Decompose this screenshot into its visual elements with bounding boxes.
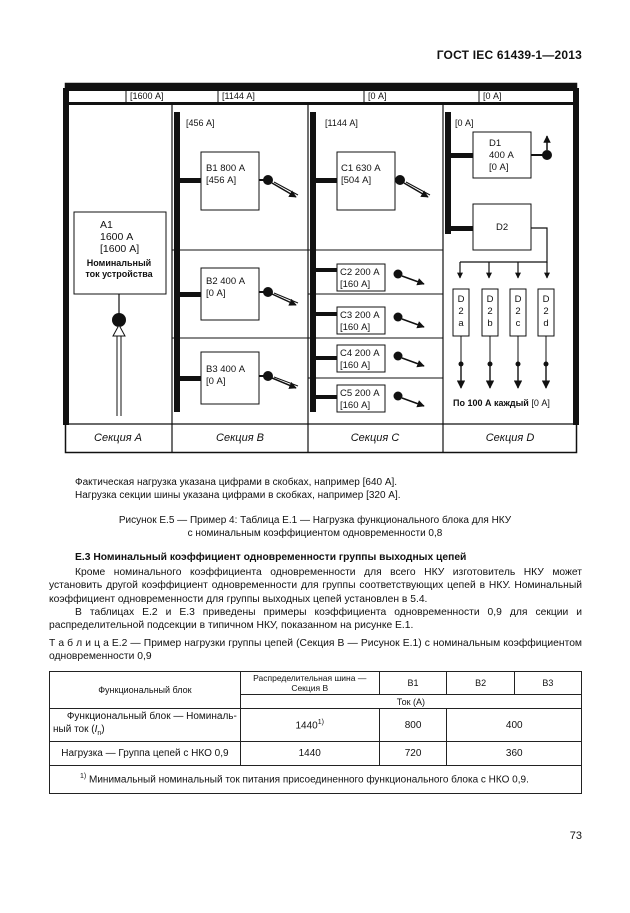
table-caption: Т а б л и ц а Е.2 — Пример нагрузки груп… [49,638,582,663]
svg-text:[160 А]: [160 А] [340,322,370,333]
svg-text:2: 2 [458,306,463,317]
b1-output-arrow-icon [271,182,297,198]
svg-text:B1 800 А: B1 800 А [206,163,246,174]
svg-text:1600 А: 1600 А [100,231,133,243]
svg-text:[1144 А]: [1144 А] [325,118,358,128]
a1-label: A1 1600 А [1600 А] [100,219,139,255]
th-b2: B2 [446,671,515,695]
svg-text:[456 А]: [456 А] [206,175,236,186]
svg-text:B3 400 А: B3 400 А [206,364,246,375]
svg-text:[0 А]: [0 А] [455,118,474,128]
section-heading: Е.3 Номинальный коэффициент одновременно… [75,552,467,563]
svg-text:[160 А]: [160 А] [340,279,370,290]
svg-text:2: 2 [515,306,520,317]
row-nominal-b23: 400 [446,708,582,742]
svg-text:D: D [515,294,522,305]
th-bus: Распределительная шина — Секция В [239,671,380,695]
row-load-b1: 720 [378,741,448,766]
svg-text:[456 А]: [456 А] [186,118,215,128]
svg-text:[0 А]: [0 А] [206,376,226,387]
row-load-bus: 1440 [239,741,380,766]
paragraph-2: В таблицах Е.2 и Е.3 приведены примеры к… [49,607,582,632]
bus-load-1: [1600 А] [130,91,164,101]
document-header: ГОСТ IEC 61439-1—2013 [436,48,582,62]
bus-load-2: [1144 А] [222,91,255,101]
figure-caption-line1: Рисунок Е.5 — Пример 4: Таблица Е.1 — На… [118,515,512,526]
figure-note-2: Нагрузка секции шины указана цифрами в с… [75,490,401,501]
svg-text:[1600 А]: [1600 А] [100,243,139,255]
bus-load-4: [0 А] [483,91,502,101]
svg-text:D: D [487,294,494,305]
svg-text:D: D [458,294,465,305]
svg-text:B2 400 А: B2 400 А [206,276,246,287]
section-b-bus [174,112,180,412]
d2-subunits-note: По 100 А каждый [0 А] [453,398,550,408]
svg-text:[160 А]: [160 А] [340,360,370,371]
svg-text:C4 200 А: C4 200 А [340,348,380,359]
svg-text:400 А: 400 А [489,150,514,161]
svg-text:Номинальный: Номинальный [87,258,151,268]
row-nominal-b1: 800 [378,708,448,742]
svg-text:D1: D1 [489,138,501,149]
section-c-bus [310,112,316,412]
a1-breaker-node [112,313,126,327]
svg-text:[0 А]: [0 А] [489,162,509,173]
th-b1: B1 [378,671,448,695]
th-block: Функциональный блок [49,671,241,709]
page-number: 73 [569,830,582,842]
svg-text:C3 200 А: C3 200 А [340,310,380,321]
section-d-bus [445,112,451,234]
svg-text:ток устройства: ток устройства [85,269,153,279]
th-current: Ток (А) [239,694,583,709]
th-b3: B3 [513,671,583,695]
svg-text:D2: D2 [496,222,508,233]
row-nominal-bus: 14401) [239,708,380,742]
figure-e5-diagram: [1600 А] [1144 А] [0 А] [0 А] A1 1600 А … [63,82,579,454]
svg-text:[0 А]: [0 А] [206,288,226,299]
table-footnote: 1) Минимальный номинальный ток питания п… [49,765,582,794]
svg-text:a: a [458,318,464,329]
main-busbar [65,102,577,105]
section-d-label: Секция D [486,432,535,444]
svg-text:C1 630 А: C1 630 А [341,163,381,174]
svg-text:[504 А]: [504 А] [341,175,371,186]
svg-text:c: c [516,318,521,329]
svg-text:A1: A1 [100,219,113,231]
bus-load-3: [0 А] [368,91,387,101]
row-nominal-label: Функциональный блок — Номиналь- ный ток … [49,708,241,742]
figure-caption-line2: с номинальным коэффициентом одновременно… [187,528,443,539]
c-small-units: C2 200 А [160 А] C3 200 А [160 А] C4 200… [316,263,425,413]
svg-text:C2 200 А: C2 200 А [340,267,380,278]
incoming-arrow-icon [112,323,126,337]
row-load-label: Нагрузка — Группа цепей с НКО 0,9 [49,741,241,766]
section-a-label: Секция А [94,432,142,444]
figure-note-1: Фактическая нагрузка указана цифрами в с… [75,477,398,488]
svg-text:2: 2 [543,306,548,317]
svg-text:b: b [487,318,492,329]
svg-text:2: 2 [487,306,492,317]
svg-text:d: d [543,318,548,329]
row-load-b23: 360 [446,741,582,766]
section-b-label: Секция В [216,432,264,444]
svg-text:D: D [543,294,550,305]
section-c-label: Секция С [351,432,400,444]
paragraph-1: Кроме номинального коэффициента одноврем… [49,567,582,605]
svg-text:C5 200 А: C5 200 А [340,388,380,399]
svg-text:[160 А]: [160 А] [340,400,370,411]
table-e2: Функциональный блок Распределительная ши… [49,671,583,794]
